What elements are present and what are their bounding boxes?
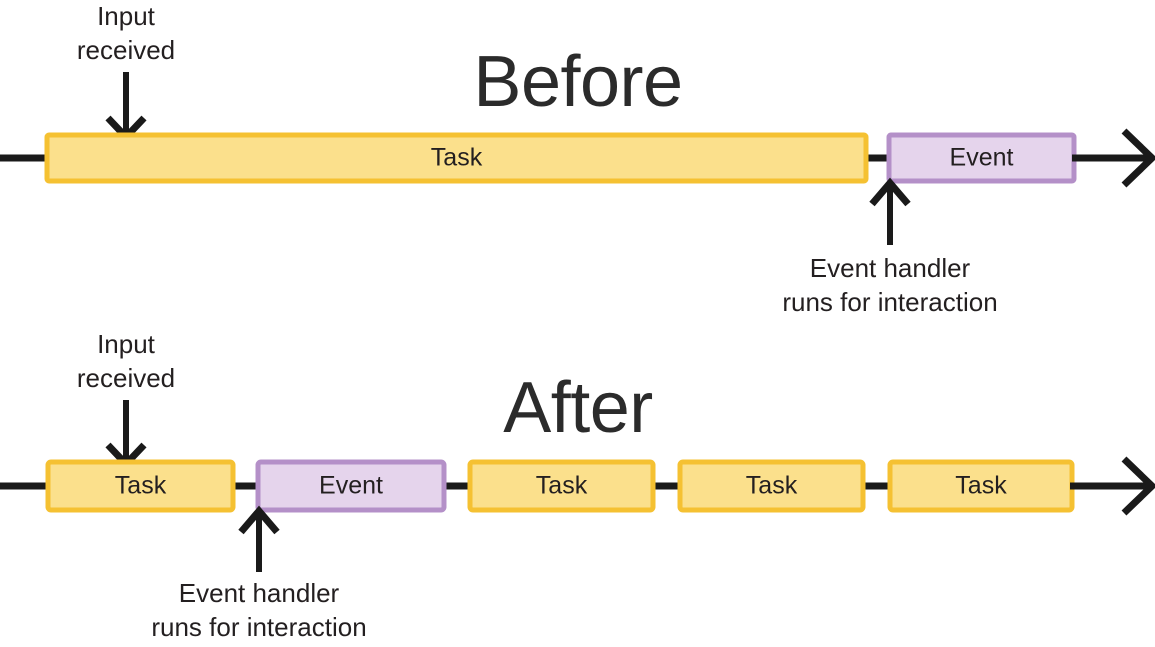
after-input-annotation-line1: Input [97,329,156,359]
before-block-event: Event [886,132,1077,184]
before-event-label: Event [950,144,1014,172]
arrow-up-icon-after [238,505,280,572]
after-block-task-3: Task [677,459,866,513]
arrow-up-icon-before [869,177,911,245]
after-event-rect [255,459,447,513]
after-task-4-label: Task [955,472,1007,500]
after-event-label: Event [319,472,383,500]
after-task-2-label: Task [536,472,588,500]
after-block-event: Event [255,459,447,513]
after-task-1-rect [45,459,236,513]
after-task-2-rect [467,459,656,513]
arrow-right-icon-after [1070,456,1155,516]
before-heading: Before [473,42,682,122]
arrow-down-icon [105,72,147,143]
after-section: After Input received Task Event Task [0,329,1155,642]
after-block-task-2: Task [467,459,656,513]
after-input-annotation-line2: received [77,363,175,393]
arrow-down-icon-after [105,400,147,470]
before-block-task: Task [44,132,869,184]
after-heading: After [503,368,653,448]
after-handler-annotation-line1: Event handler [179,578,340,608]
before-input-annotation-line2: received [77,35,175,65]
before-handler-annotation-line1: Event handler [810,253,971,283]
after-handler-annotation-line2: runs for interaction [151,612,366,642]
before-section: Before Input received Task Event [0,1,1155,317]
before-input-annotation-line1: Input [97,1,156,31]
before-handler-annotation-line2: runs for interaction [782,287,997,317]
after-task-1-label: Task [115,472,167,500]
after-task-3-rect [677,459,866,513]
after-task-3-label: Task [746,472,798,500]
after-block-task-1: Task [45,459,236,513]
before-task-label: Task [431,144,483,172]
after-block-task-4: Task [887,459,1075,513]
arrow-right-icon-before [1072,128,1155,188]
before-task-rect [44,132,869,184]
